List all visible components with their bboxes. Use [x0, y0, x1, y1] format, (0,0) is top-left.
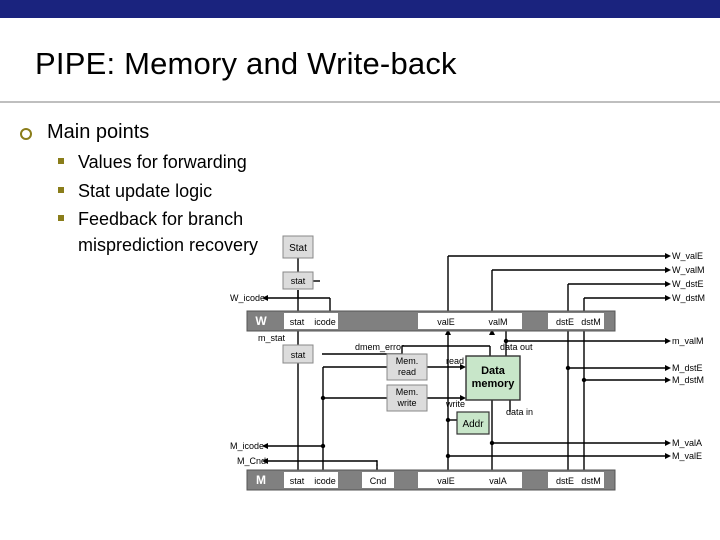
slide-title: PIPE: Memory and Write-back [35, 46, 457, 81]
wires [268, 255, 665, 475]
main-point: Main points [47, 121, 150, 143]
w-field-vale [418, 313, 476, 329]
m-field-label: dstE [556, 476, 574, 486]
mem-read-block [386, 353, 428, 381]
mem-read-label: Mem. [396, 356, 419, 366]
data-memory-label: Data [481, 365, 506, 377]
addr-block [456, 411, 490, 435]
w-field-label: icode [314, 317, 336, 327]
m-field-label: Cnd [370, 476, 387, 486]
w-field-valm [476, 313, 522, 329]
m-stat-label: m_stat [258, 333, 286, 343]
mem-write-label: Mem. [396, 387, 419, 397]
junction-dots [320, 338, 587, 459]
m-field-vale [418, 472, 476, 488]
w-valm-label: W_valM [672, 265, 705, 275]
data-in-label: data in [506, 407, 533, 417]
title-divider [0, 101, 720, 103]
sub-point-feedback: Feedback for branch [78, 209, 244, 229]
stat-box-label: stat [291, 276, 306, 286]
w-vale-label: W_valE [672, 251, 703, 261]
w-field-dst [548, 313, 604, 329]
m-register-name: M [256, 473, 266, 487]
w-field-label: dstE [556, 317, 574, 327]
m-field-label: valA [489, 476, 507, 486]
ring-bullet-icon [20, 128, 32, 140]
w-field-label: stat [290, 317, 305, 327]
w-dstm-label: W_dstM [672, 293, 705, 303]
stat-box [282, 271, 314, 290]
sub-point-forwarding: Values for forwarding [78, 152, 247, 172]
stat-box-m-label: stat [291, 350, 306, 360]
m-vala-label: M_valA [672, 438, 702, 448]
stat-box-m [282, 344, 314, 364]
sub-point-stat-logic: Stat update logic [78, 181, 213, 201]
top-bar [0, 0, 720, 18]
stat-block [282, 235, 314, 259]
m-field-label: dstM [581, 476, 601, 486]
dmem-error-label: dmem_error [355, 342, 404, 352]
m-field-cnd [362, 472, 394, 488]
m-icode-label: M_icode [230, 441, 264, 451]
w-register-name: W [255, 314, 267, 328]
mem-write-block [386, 384, 428, 412]
m-field-label: icode [314, 476, 336, 486]
write-port-label: write [445, 399, 465, 409]
right-signal-labels: W_valE W_valM W_dstE W_dstM m_valM M_dst… [672, 251, 705, 461]
m-vale-label: M_valE [672, 451, 702, 461]
m-valm-label: m_valM [672, 336, 704, 346]
m-cnd-label: M_Cnd [237, 456, 266, 466]
m-dste-label: M_dstE [672, 363, 703, 373]
m-field-label: stat [290, 476, 305, 486]
w-field-label: valM [488, 317, 507, 327]
mem-read-label: read [398, 367, 416, 377]
m-field-dst [548, 472, 604, 488]
mem-write-label: write [396, 398, 416, 408]
addr-label: Addr [462, 419, 484, 430]
w-field-label: valE [437, 317, 455, 327]
w-icode-label: W_icode [230, 293, 265, 303]
m-field-stat-icode [284, 472, 338, 488]
w-dste-label: W_dstE [672, 279, 704, 289]
sub-point-feedback-cont: misprediction recovery [78, 235, 259, 255]
square-bullet-icon [58, 187, 64, 193]
m-field-label: valE [437, 476, 455, 486]
m-field-vala [476, 472, 522, 488]
data-out-label: data out [500, 342, 533, 352]
read-port-label: read [446, 356, 464, 366]
data-memory-label: memory [472, 378, 516, 390]
square-bullet-icon [58, 215, 64, 221]
m-dstm-label: M_dstM [672, 375, 704, 385]
w-field-stat-icode [284, 313, 338, 329]
data-memory-block [465, 355, 521, 401]
stat-block-label: Stat [289, 243, 307, 254]
square-bullet-icon [58, 158, 64, 164]
w-field-label: dstM [581, 317, 601, 327]
